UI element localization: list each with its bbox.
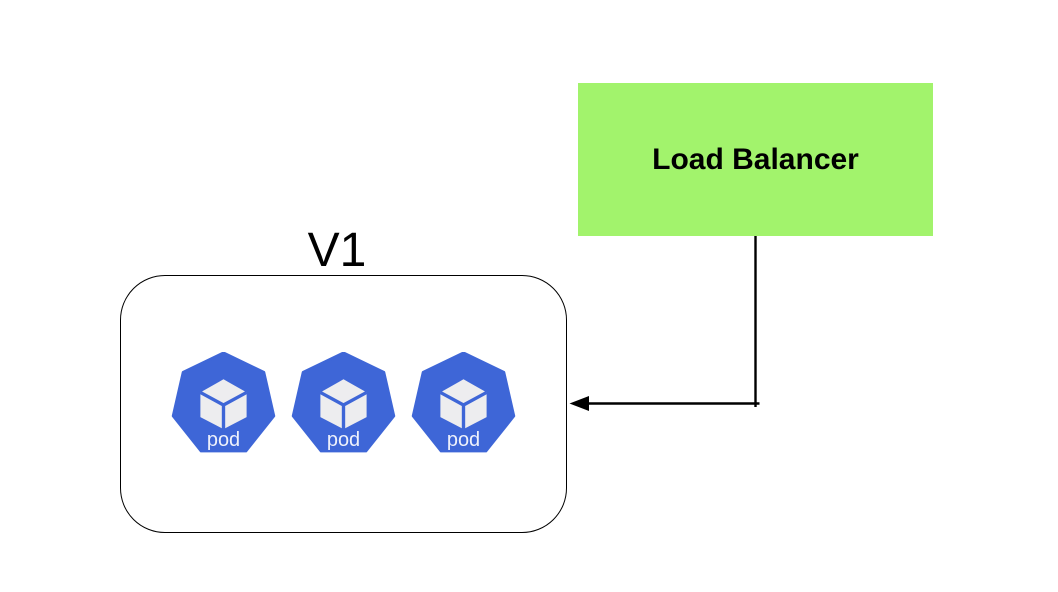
version-group-label: V1 [307, 224, 367, 277]
cube-edges [199, 390, 248, 429]
cube-edges [319, 390, 368, 429]
cube-edges [439, 390, 488, 429]
pod-icon: pod [171, 351, 276, 452]
pod-label: pod [327, 428, 360, 450]
arrowhead-icon [569, 396, 589, 411]
version-group-container: pod pod pod [120, 275, 567, 533]
pod-label: pod [207, 428, 240, 450]
pod-icon: pod [291, 351, 396, 452]
connector-line [586, 236, 760, 407]
pod-label: pod [447, 428, 480, 450]
load-balancer-node: Load Balancer [578, 83, 933, 236]
load-balancer-label: Load Balancer [652, 142, 859, 176]
pod-icon: pod [411, 351, 516, 452]
